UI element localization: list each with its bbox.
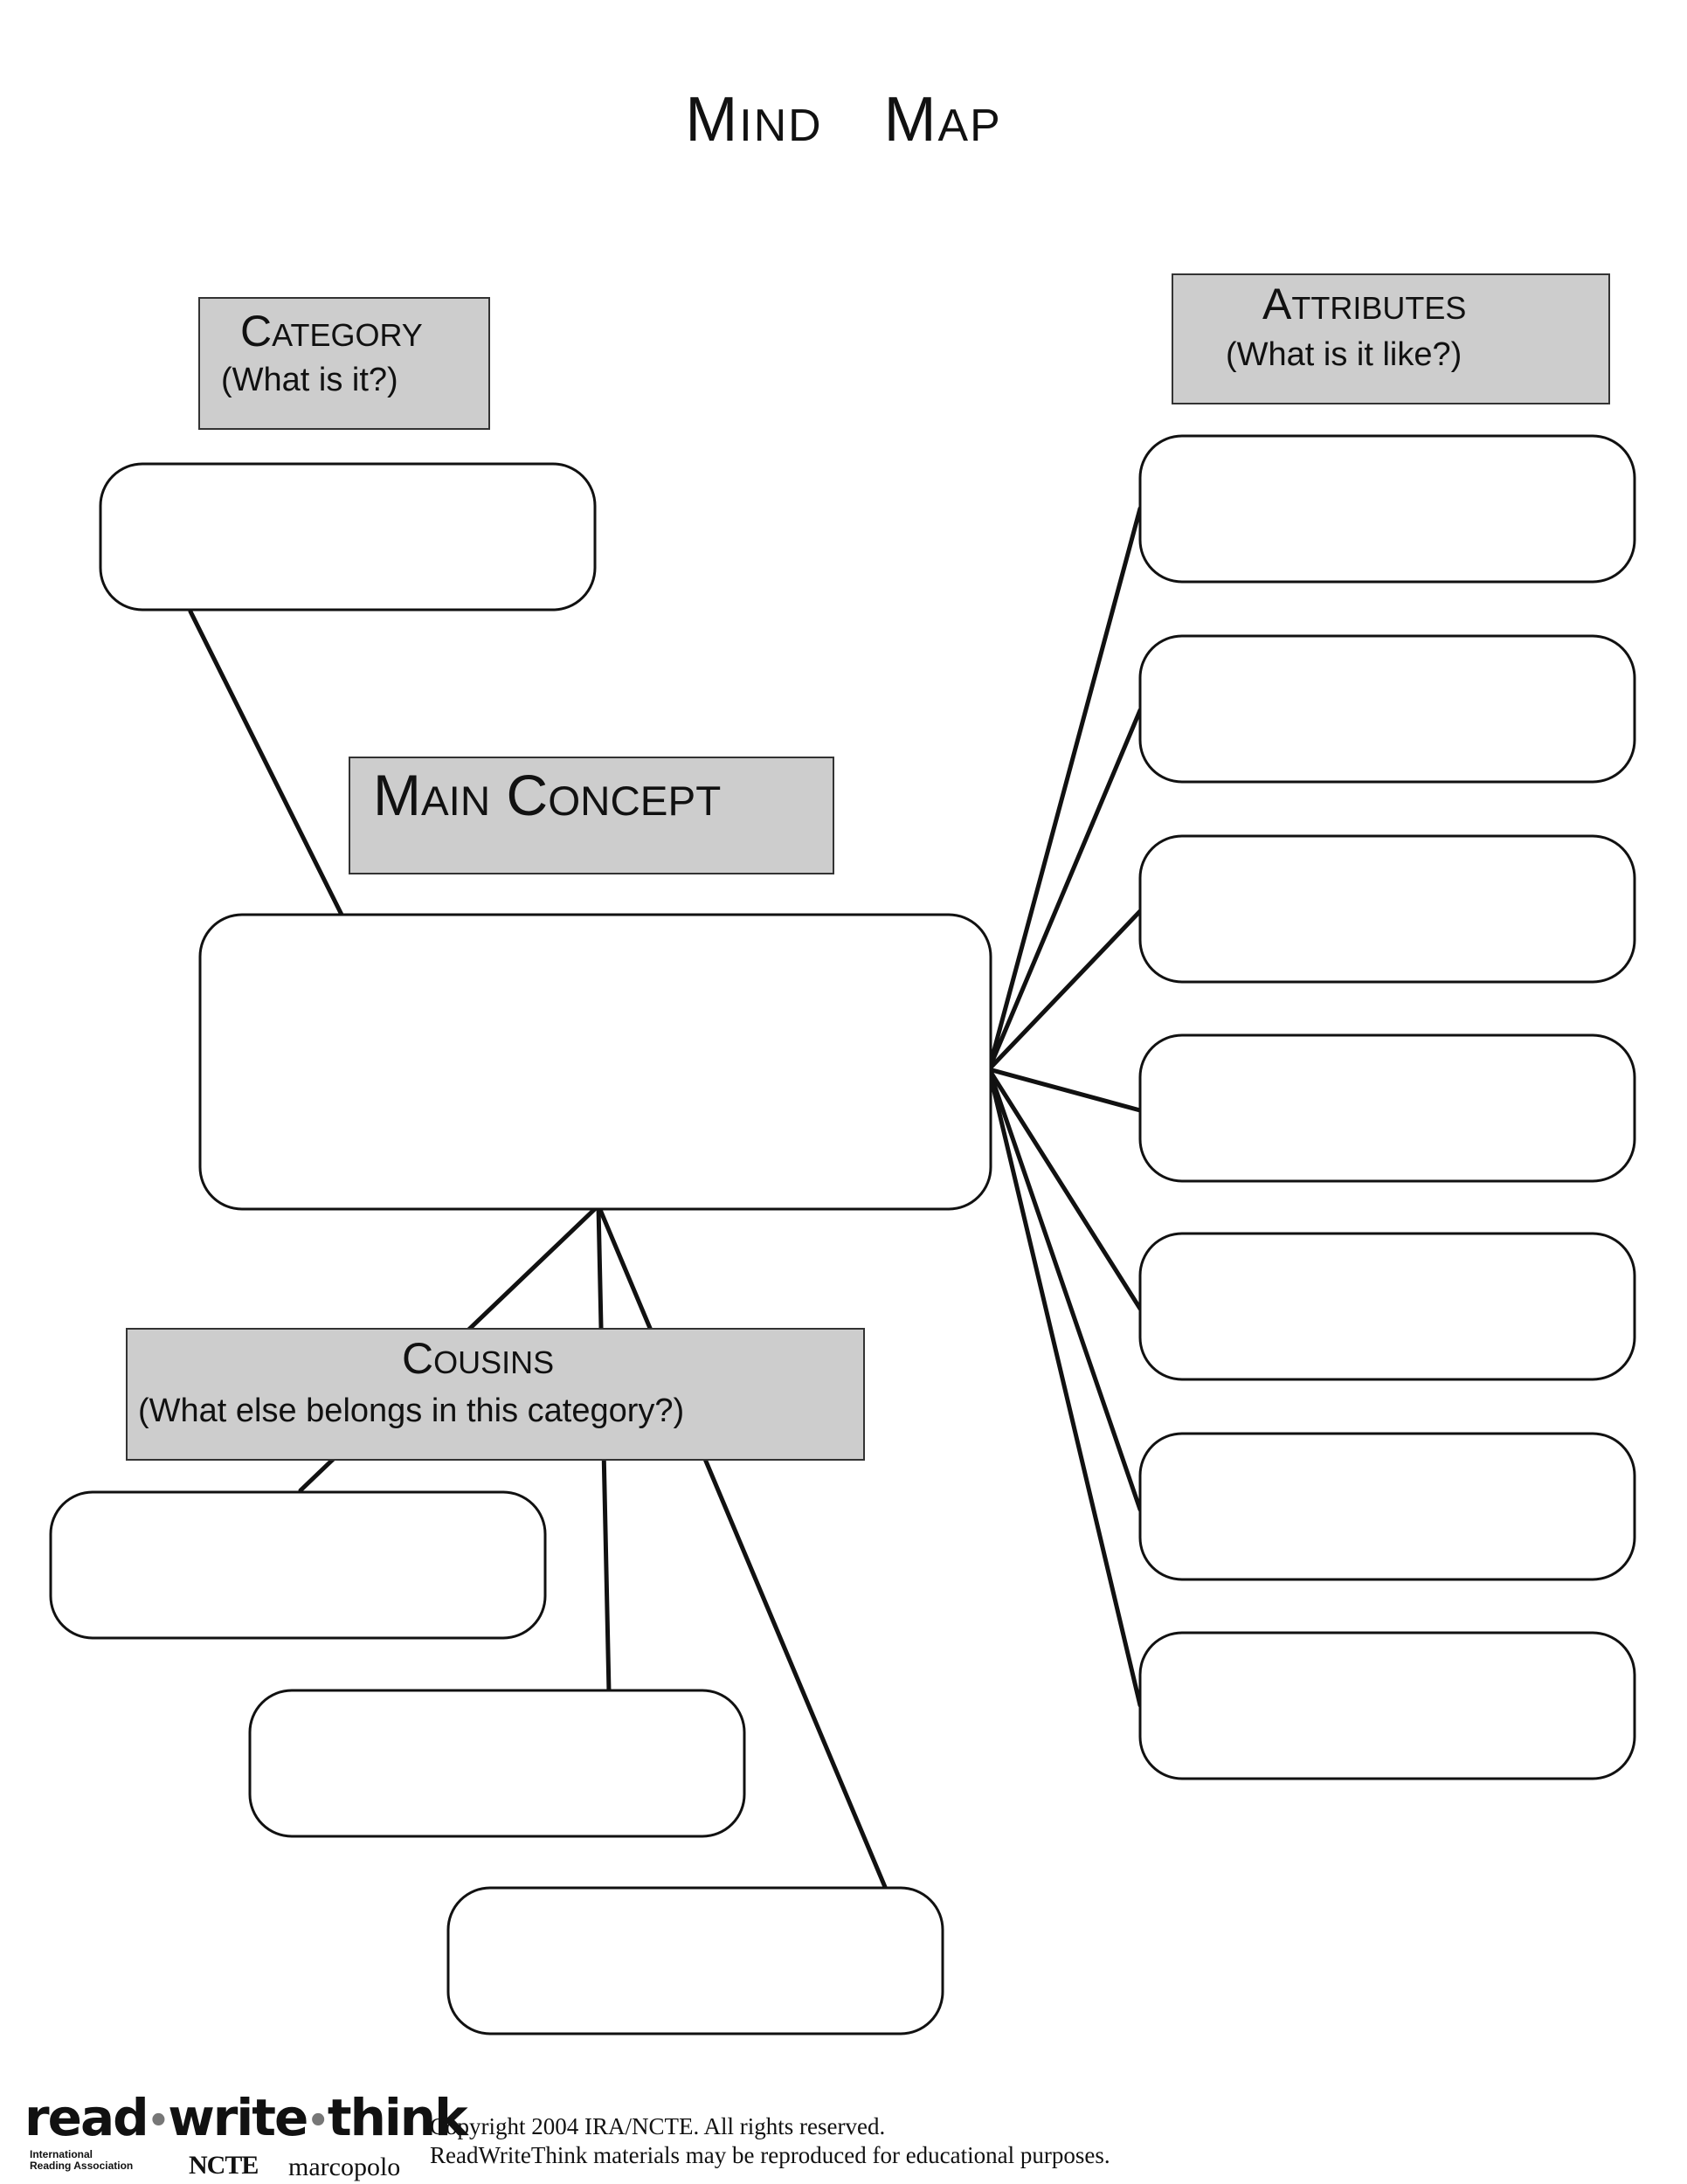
title-word-ind: IND — [739, 100, 823, 150]
attribute-answer-box-4 — [1138, 1033, 1636, 1183]
main-concept-heading: MAIN CONCEPT — [373, 763, 722, 827]
main-concept-answer-box — [198, 913, 992, 1211]
copyright-notice: Copyright 2004 IRA/NCTE. All rights rese… — [430, 2112, 1110, 2170]
attribute-answer-box-5 — [1138, 1232, 1636, 1381]
marcopolo-logo: marcopolo — [288, 2153, 401, 2181]
attribute-answer-box-7 — [1138, 1631, 1636, 1780]
title-initial-m: M — [685, 85, 740, 155]
connector-attribute-3 — [986, 909, 1143, 1072]
main-concept-label-box: MAIN CONCEPT — [349, 757, 834, 874]
ira-logo: International Reading Association — [30, 2148, 134, 2172]
category-question: (What is it?) — [221, 362, 398, 398]
cousins-question: (What else belongs in this category?) — [138, 1393, 685, 1429]
title-word-ap: AP — [937, 100, 1002, 150]
connector-attribute-5 — [986, 1067, 1143, 1311]
connector-attribute-7 — [986, 1067, 1143, 1708]
attributes-question: (What is it like?) — [1226, 336, 1462, 373]
logo-wordmark: read•write•think — [24, 2088, 468, 2147]
cousin-answer-box-2 — [248, 1689, 746, 1838]
connector-attribute-6 — [986, 1067, 1143, 1512]
attribute-answer-box-6 — [1138, 1432, 1636, 1581]
connector-attribute-1 — [986, 506, 1143, 1072]
cousins-heading: COUSINS — [402, 1334, 555, 1383]
connector-category — [188, 609, 344, 917]
category-heading: CATEGORY — [240, 307, 423, 356]
attributes-label-box: ATTRIBUTES (What is it like?) — [1172, 273, 1610, 404]
ncte-logo: NCTE — [189, 2151, 259, 2180]
readwritethink-logo: read•write•think International Reading A… — [24, 2088, 468, 2181]
copyright-line-1: Copyright 2004 IRA/NCTE. All rights rese… — [430, 2113, 886, 2139]
attributes-heading: ATTRIBUTES — [1262, 280, 1467, 328]
attribute-answer-box-3 — [1138, 834, 1636, 984]
cousins-label-box: COUSINS (What else belongs in this categ… — [126, 1328, 865, 1461]
cousin-answer-box-1 — [49, 1490, 547, 1640]
title-initial-m2: M — [883, 85, 938, 155]
connector-attribute-4 — [986, 1067, 1143, 1113]
connector-cousin-3 — [596, 1203, 888, 1890]
cousin-answer-box-3 — [446, 1886, 944, 2035]
category-answer-box — [99, 462, 597, 612]
attribute-answer-box-2 — [1138, 634, 1636, 784]
connector-attribute-2 — [986, 708, 1143, 1072]
copyright-line-2: ReadWriteThink materials may be reproduc… — [430, 2142, 1110, 2168]
category-label-box: CATEGORY (What is it?) — [198, 297, 490, 430]
attribute-answer-box-1 — [1138, 434, 1636, 584]
